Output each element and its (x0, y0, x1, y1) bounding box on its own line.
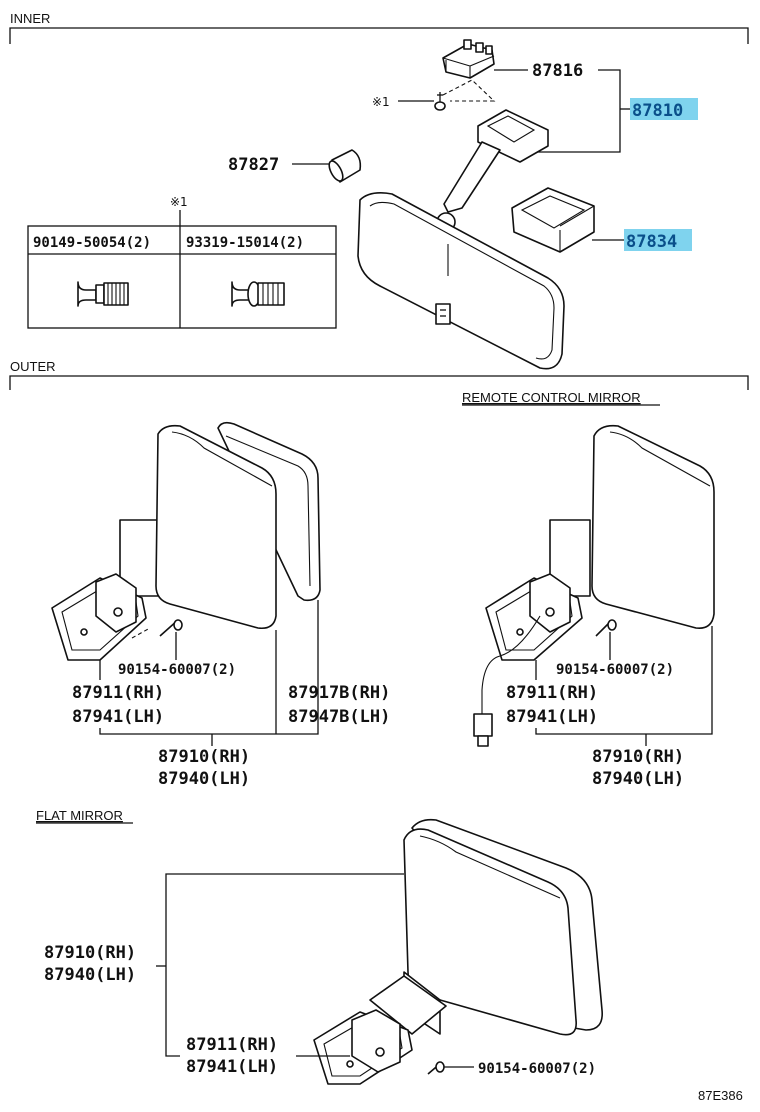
label-87816: 87816 (532, 61, 583, 81)
label-assy-lh-left: 87940(LH) (158, 769, 250, 789)
label-glass-rh-left: 87917B(RH) (288, 683, 390, 703)
stay-cover-87834 (511, 187, 595, 253)
section-inner-title: INNER (10, 11, 50, 26)
table-col1-partno: 90149-50054(2) (33, 235, 151, 251)
screw-left-icon (159, 619, 183, 637)
label-base-lh-flat: 87941(LH) (186, 1057, 278, 1077)
note-mark-screw: ※1 (372, 95, 390, 109)
label-glass-lh-left: 87947B(LH) (288, 707, 390, 727)
flat-mirror-title: FLAT MIRROR (36, 808, 123, 823)
screw-small-icon (434, 92, 446, 111)
inner-mirror-body (357, 192, 565, 370)
outer-mirror-flat (313, 818, 603, 1085)
outer-mirror-left (51, 421, 321, 661)
group-bracket-remote (535, 626, 713, 735)
label-base-lh-left: 87941(LH) (72, 707, 164, 727)
label-87810[interactable]: 87810 (632, 101, 683, 121)
label-assy-rh-left: 87910(RH) (158, 747, 250, 767)
screw-90149-icon (77, 281, 129, 307)
label-base-rh-left: 87911(RH) (72, 683, 164, 703)
label-87834[interactable]: 87834 (626, 232, 677, 252)
highlight-87834 (624, 229, 692, 251)
group-bracket-87810 (530, 69, 621, 153)
table-note-mark: ※1 (170, 195, 188, 209)
inner-section-bracket (9, 27, 749, 44)
screw-table (27, 225, 337, 329)
highlight-87810 (630, 98, 698, 120)
screw-flat-icon (427, 1061, 445, 1075)
table-col2-partno: 93319-15014(2) (186, 235, 304, 251)
screw-93319-icon (231, 281, 285, 307)
diagram-code: 87E386 (698, 1088, 743, 1103)
label-screw-remote: 90154-60007(2) (556, 662, 674, 678)
outer-section-bracket (9, 375, 749, 390)
label-assy-lh-remote: 87940(LH) (592, 769, 684, 789)
mount-bracket-87816 (442, 39, 495, 79)
bracket-screw-dashline (442, 79, 496, 102)
label-assy-rh-flat: 87910(RH) (44, 943, 136, 963)
screw-remote-icon (595, 619, 617, 637)
screw-left-dashline (131, 627, 151, 639)
pin-87827 (328, 149, 362, 183)
label-screw-left: 90154-60007(2) (118, 662, 236, 678)
label-assy-lh-flat: 87940(LH) (44, 965, 136, 985)
mirror-stay-arm (443, 109, 549, 213)
outer-mirror-remote (473, 424, 715, 747)
remote-mirror-title: REMOTE CONTROL MIRROR (462, 390, 641, 405)
label-base-rh-flat: 87911(RH) (186, 1035, 278, 1055)
section-outer-title: OUTER (10, 359, 56, 374)
group-bracket-left (99, 600, 319, 735)
group-bracket-flat (165, 873, 404, 1057)
label-screw-flat: 90154-60007(2) (478, 1061, 596, 1077)
label-assy-rh-remote: 87910(RH) (592, 747, 684, 767)
label-87827: 87827 (228, 155, 279, 175)
label-base-lh-remote: 87941(LH) (506, 707, 598, 727)
label-base-rh-remote: 87911(RH) (506, 683, 598, 703)
